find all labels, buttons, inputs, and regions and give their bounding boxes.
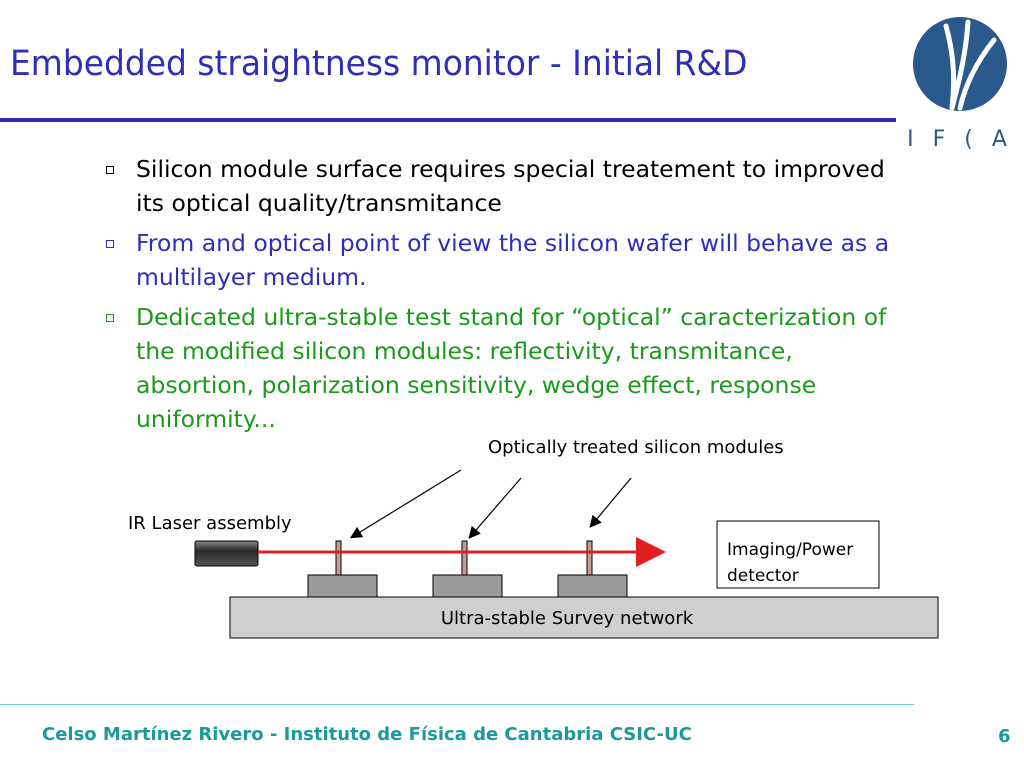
page-number: 6 (998, 726, 1011, 747)
pointer-arrow (468, 477, 522, 539)
slide-title: Embedded straightness monitor - Initial … (10, 44, 748, 84)
module-support-block (557, 574, 628, 598)
pointer-arrow (349, 469, 462, 539)
footer-divider (0, 704, 914, 705)
silicon-module (335, 540, 342, 576)
bullet-square-icon (106, 166, 114, 174)
laser-label: IR Laser assembly (128, 513, 292, 534)
bullet-text: From and optical point of view the silic… (136, 229, 890, 291)
silicon-module (586, 540, 593, 576)
bullet-item: From and optical point of view the silic… (104, 226, 904, 294)
bullet-item: Silicon module surface requires special … (104, 152, 904, 220)
test-stand-diagram: Ultra-stable Survey network IR Laser ass… (128, 437, 939, 639)
ir-laser-assembly (194, 540, 259, 567)
base-label: Ultra-stable Survey network (441, 608, 694, 629)
logo-text: I F ( A (908, 127, 1012, 152)
bullet-text: Silicon module surface requires special … (136, 155, 885, 217)
bullet-text: Dedicated ultra-stable test stand for “o… (136, 303, 887, 433)
imaging-power-detector (716, 520, 880, 589)
silicon-module (461, 540, 468, 576)
logo-branch-mark (943, 19, 997, 111)
title-underline (0, 118, 896, 122)
bullet-square-icon (106, 240, 114, 248)
ifca-logo: I F ( A (908, 17, 1012, 152)
module-support-block (307, 574, 378, 598)
bullet-list: Silicon module surface requires special … (104, 152, 904, 442)
bullet-item: Dedicated ultra-stable test stand for “o… (104, 300, 904, 436)
survey-network-base (229, 596, 939, 639)
pointer-arrow (589, 477, 632, 528)
modules-label: Optically treated silicon modules (488, 437, 784, 458)
footer-author: Celso Martínez Rivero - Instituto de Fís… (42, 724, 692, 745)
detector-label-line2: detector (727, 566, 799, 586)
module-support-block (432, 574, 503, 598)
bullet-square-icon (106, 314, 114, 322)
detector-label-line1: Imaging/Power (727, 540, 853, 560)
